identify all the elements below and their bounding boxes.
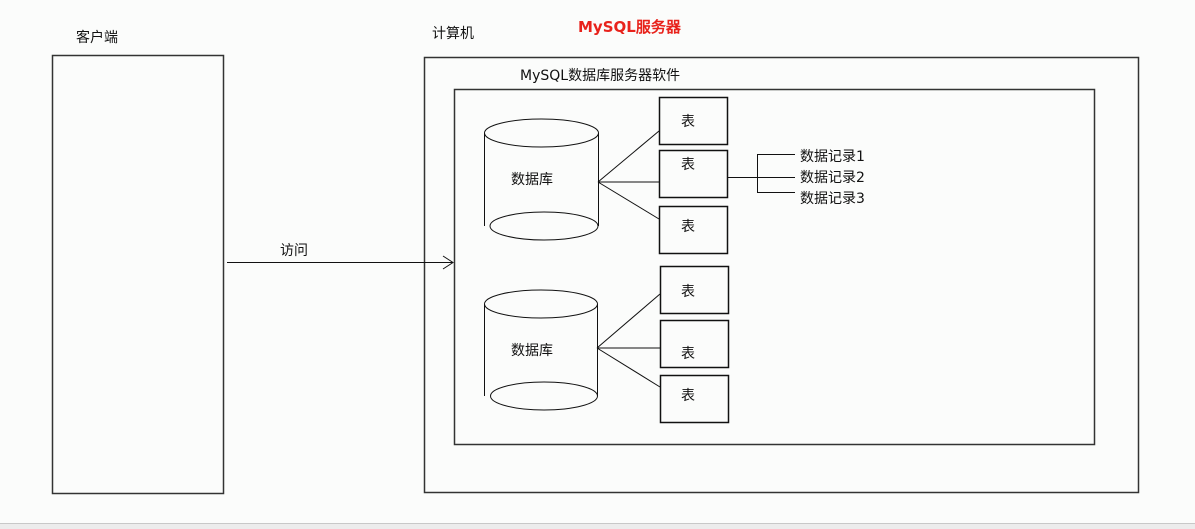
- access-arrow: [227, 255, 454, 270]
- table-box: [658, 149, 729, 199]
- cylinder-top: [484, 289, 598, 319]
- computer-label: 计算机: [432, 26, 474, 42]
- cylinder-body: [484, 304, 598, 396]
- connector-line: [597, 130, 660, 183]
- table-box: [659, 319, 730, 369]
- table-label: 表: [681, 114, 695, 130]
- records-bracket: [727, 154, 795, 193]
- record-label-3: 数据记录3: [800, 191, 865, 207]
- table-box: [658, 96, 729, 146]
- cylinder-body: [484, 133, 599, 226]
- computer-box: [423, 56, 1140, 494]
- client-label: 客户端: [76, 30, 118, 46]
- db2-connectors: [596, 293, 661, 388]
- db1-connectors: [597, 130, 660, 220]
- diagram-title: MySQL服务器: [578, 18, 681, 36]
- software-box: [453, 88, 1096, 446]
- connector-line: [597, 181, 660, 220]
- connector-line: [596, 293, 661, 349]
- table-box: [659, 265, 730, 315]
- software-label: MySQL数据库服务器软件: [520, 68, 681, 84]
- cylinder-bottom: [489, 211, 599, 241]
- arrow-head-icon: [442, 255, 454, 270]
- record-label-2: 数据记录2: [800, 170, 865, 186]
- client-box: [51, 54, 225, 495]
- connector-line: [596, 347, 661, 388]
- database-cylinder-2: [484, 289, 598, 411]
- access-label: 访问: [280, 243, 308, 259]
- database-cylinder-1: [484, 118, 599, 241]
- database-label-2: 数据库: [511, 343, 553, 359]
- record-label-1: 数据记录1: [800, 149, 865, 165]
- table-label: 表: [681, 388, 695, 404]
- database-label-1: 数据库: [511, 172, 553, 188]
- table-label: 表: [681, 157, 695, 173]
- bottom-divider: [0, 523, 1195, 529]
- table-label: 表: [681, 219, 695, 235]
- table-box: [658, 205, 729, 255]
- cylinder-top: [484, 118, 599, 148]
- cylinder-bottom: [490, 381, 598, 411]
- table-label: 表: [681, 346, 695, 362]
- table-label: 表: [681, 284, 695, 300]
- table-box: [659, 374, 730, 424]
